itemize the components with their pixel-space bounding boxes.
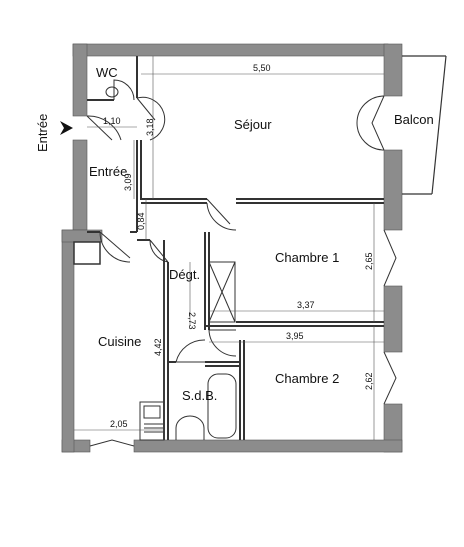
entrance-label: Entrée xyxy=(35,114,50,152)
door-wc xyxy=(113,79,135,101)
door-entrance xyxy=(86,115,122,141)
dim-sejour-depth: 3,18 xyxy=(145,118,155,136)
window-chambre2 xyxy=(383,351,397,405)
entrance-arrow-icon xyxy=(60,121,73,135)
window-chambre1 xyxy=(383,229,397,287)
door-balcony xyxy=(356,95,385,151)
label-sejour: Séjour xyxy=(234,117,272,132)
door-kitchen xyxy=(149,239,169,263)
washbasin-icon xyxy=(175,415,205,440)
label-entree-room: Entrée xyxy=(89,164,127,179)
dim-entree-depth: 3,09 xyxy=(123,173,133,191)
label-cuisine: Cuisine xyxy=(98,334,141,349)
wall-top-right-post xyxy=(383,43,403,97)
wall-left-lower xyxy=(61,229,75,453)
dim-chambre2-width: 3,95 xyxy=(286,331,304,341)
label-balcon: Balcon xyxy=(394,112,434,127)
dim-entree-width: 1,10 xyxy=(103,116,121,126)
door-chambre1 xyxy=(206,198,237,231)
wall-right-1 xyxy=(383,149,403,231)
dim-degt-top: 0,84 xyxy=(136,212,146,230)
sink-icon xyxy=(143,405,161,419)
label-wc: WC xyxy=(96,65,118,80)
dim-cuisine-depth: 4,42 xyxy=(153,338,163,356)
label-sdb: S.d.B. xyxy=(182,388,217,403)
wall-bottom-right xyxy=(133,439,403,453)
kitchen-duct xyxy=(73,241,101,265)
wall-left-upper-b xyxy=(72,139,88,231)
dim-chambre2-depth: 2,62 xyxy=(364,372,374,390)
door-sdb xyxy=(175,339,206,363)
window-kitchen xyxy=(89,439,135,447)
partitions xyxy=(87,56,384,440)
door-entree-lower xyxy=(99,231,131,263)
toilet-icon xyxy=(105,86,119,98)
doors xyxy=(86,79,397,447)
dim-cuisine-width: 2,05 xyxy=(110,419,128,429)
walls xyxy=(61,43,403,453)
dim-degt-depth: 2,73 xyxy=(187,312,197,330)
dimension-lines xyxy=(74,56,384,440)
label-chambre1: Chambre 1 xyxy=(275,250,339,265)
label-degt: Dégt. xyxy=(169,267,200,282)
dim-sejour-width: 5,50 xyxy=(253,63,271,73)
wall-left-upper-a xyxy=(72,43,88,117)
dim-chambre1-depth: 2,65 xyxy=(364,252,374,270)
wall-right-2 xyxy=(383,285,403,353)
label-chambre2: Chambre 2 xyxy=(275,371,339,386)
bathtub-icon xyxy=(207,373,237,439)
closet xyxy=(208,261,236,323)
wall-top xyxy=(72,43,389,57)
balcony xyxy=(402,55,447,195)
dim-chambre1-width: 3,37 xyxy=(297,300,315,310)
door-sejour xyxy=(136,96,166,141)
door-chambre2 xyxy=(208,329,237,357)
